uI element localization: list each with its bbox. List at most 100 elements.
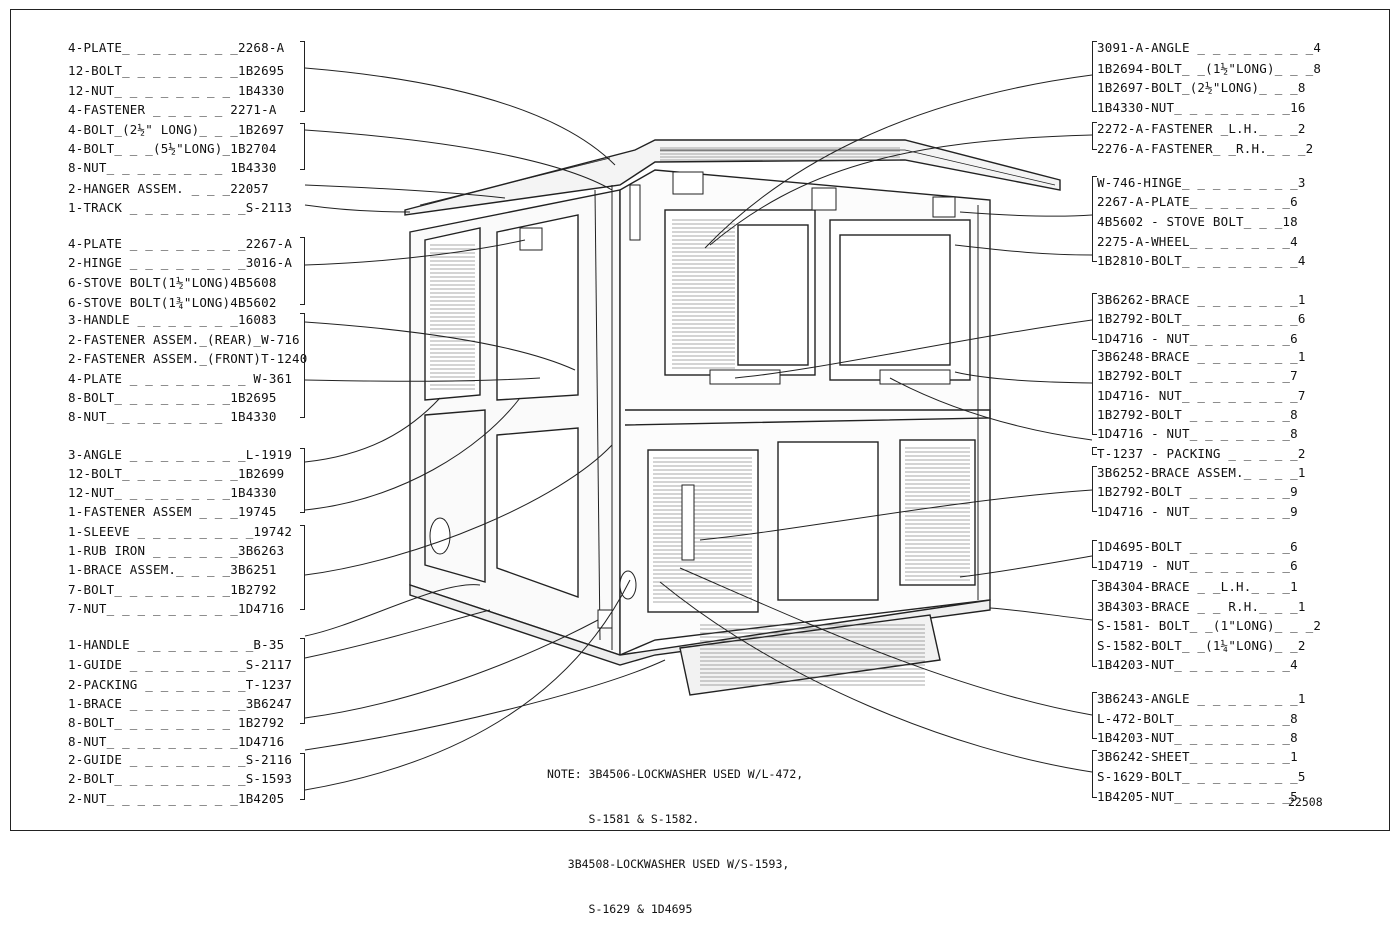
- lower-opening-left: [647, 449, 759, 613]
- group-brace: [300, 123, 305, 170]
- hinge-plate: [629, 184, 641, 241]
- leader-line: [954, 244, 1093, 256]
- cab-assembly-illustration: [404, 139, 1061, 696]
- right-part-row: 1D4719 - NUT_ _ _ _ _ _ _6: [1097, 558, 1298, 573]
- leader-line: [304, 619, 599, 719]
- note-line-3: 3B4508-LOCKWASHER USED W/S-1593,: [547, 857, 790, 871]
- left-part-row: 2-PACKING _ _ _ _ _ _ _T-1237: [68, 677, 293, 692]
- note-line-1: NOTE: 3B4506-LOCKWASHER USED W/L-472,: [547, 767, 804, 781]
- left-part-row: 4-FASTENER _ _ _ _ _ 2271-A: [68, 102, 277, 117]
- left-part-row: 8-NUT_ _ _ _ _ _ _ _ 1B4330: [68, 409, 277, 424]
- group-brace: [1092, 750, 1097, 798]
- leader-line: [304, 239, 526, 266]
- right-part-row: 1B4330-NUT_ _ _ _ _ _ _ _16: [1097, 100, 1306, 115]
- drawing-border: [10, 9, 1390, 831]
- right-part-row: 1D4716- NUT_ _ _ _ _ _ _ _7: [1097, 388, 1306, 403]
- right-part-row: 1B2697-BOLT_(2½"LONG)_ _ _8: [1097, 80, 1306, 95]
- left-part-row: 1-RUB IRON _ _ _ _ _ _3B6263: [68, 543, 285, 558]
- group-brace: [300, 237, 305, 305]
- group-brace: [300, 525, 305, 610]
- left-part-row: 8-NUT_ _ _ _ _ _ _ _ _1D4716: [68, 734, 285, 749]
- left-part-row: 12-BOLT_ _ _ _ _ _ _ _1B2699: [68, 466, 285, 481]
- left-part-row: 12-NUT_ _ _ _ _ _ _ _ 1B4330: [68, 83, 285, 98]
- right-part-row: 2272-A-FASTENER _L.H._ _ _2: [1097, 121, 1306, 136]
- right-part-row: 1B2792-BOLT _ _ _ _ _ _ _8: [1097, 407, 1298, 422]
- right-part-row: 3B6248-BRACE _ _ _ _ _ _ _1: [1097, 349, 1306, 364]
- group-brace: [1092, 692, 1097, 739]
- left-part-row: 6-STOVE BOLT(1¾"LONG)4B5602: [68, 295, 277, 310]
- left-part-row: 12-BOLT_ _ _ _ _ _ _ _1B2695: [68, 63, 285, 78]
- left-part-row: 1-BRACE _ _ _ _ _ _ _ _3B6247: [68, 696, 293, 711]
- right-part-row: 2275-A-WHEEL_ _ _ _ _ _ _4: [1097, 234, 1298, 249]
- leader-line: [704, 74, 1093, 249]
- left-part-row: 3-HANDLE _ _ _ _ _ _ _16083: [68, 312, 277, 327]
- right-part-row: 4B5602 - STOVE BOLT_ _ _18: [1097, 214, 1298, 229]
- leader-line: [959, 555, 1093, 578]
- left-part-row: 2-NUT_ _ _ _ _ _ _ _ _1B4205: [68, 791, 285, 806]
- lower-door: [777, 441, 879, 601]
- right-part-row: 3B6243-ANGLE _ _ _ _ _ _ _1: [1097, 691, 1306, 706]
- group-brace: [1092, 41, 1097, 112]
- side-lower-panel: [496, 427, 579, 598]
- left-part-row: 1-TRACK _ _ _ _ _ _ _ _S-2113: [68, 200, 293, 215]
- right-part-row: 1B2792-BOLT _ _ _ _ _ _ _7: [1097, 368, 1298, 383]
- group-brace: [300, 753, 305, 800]
- front-window-right: [829, 219, 971, 381]
- leader-line: [659, 581, 1093, 773]
- leader-line: [304, 584, 481, 637]
- left-part-row: 7-NUT_ _ _ _ _ _ _ _ _1D4716: [68, 601, 285, 616]
- left-part-row: 2-HANGER ASSEM. _ _ _22057: [68, 181, 269, 196]
- left-part-row: 4-PLATE_ _ _ _ _ _ _ _2268-A: [68, 40, 285, 55]
- group-brace: [1092, 176, 1097, 262]
- front-window-left: [664, 209, 816, 376]
- leader-line: [954, 371, 1093, 384]
- leader-line: [989, 607, 1093, 621]
- right-part-row: 3B6262-BRACE _ _ _ _ _ _ _1: [1097, 292, 1306, 307]
- left-part-row: 4-PLATE _ _ _ _ _ _ _ _2267-A: [68, 236, 293, 251]
- group-brace: [1092, 447, 1097, 455]
- right-part-row: 1B4203-NUT_ _ _ _ _ _ _ _8: [1097, 730, 1298, 745]
- group-brace: [1092, 540, 1097, 568]
- right-part-row: L-472-BOLT_ _ _ _ _ _ _ _8: [1097, 711, 1298, 726]
- left-part-row: 1-BRACE ASSEM._ _ _ _3B6251: [68, 562, 277, 577]
- leader-line: [304, 609, 491, 659]
- left-part-row: 3-ANGLE _ _ _ _ _ _ _ _L-1919: [68, 447, 293, 462]
- left-part-row: 2-FASTENER ASSEM._(FRONT)T-1240: [68, 351, 308, 366]
- left-part-row: 1-HANDLE _ _ _ _ _ _ _ _B-35: [68, 637, 285, 652]
- leader-line: [734, 319, 1093, 379]
- group-brace: [1092, 122, 1097, 150]
- right-part-row: S-1582-BOLT_ _(1¼"LONG)_ _2: [1097, 638, 1306, 653]
- left-part-row: 2-GUIDE _ _ _ _ _ _ _ _S-2116: [68, 752, 293, 767]
- note-line-2: S-1581 & S-1582.: [547, 812, 700, 826]
- drawing-number: 22508: [1288, 795, 1323, 809]
- leader-line: [304, 184, 506, 199]
- leader-line: [304, 579, 631, 791]
- leader-line: [889, 377, 1093, 441]
- left-part-row: 8-BOLT_ _ _ _ _ _ _ _ 1B2792: [68, 715, 285, 730]
- left-part-row: 2-BOLT_ _ _ _ _ _ _ _ _S-1593: [68, 771, 293, 786]
- right-part-row: 1D4716 - NUT_ _ _ _ _ _ _8: [1097, 426, 1298, 441]
- side-window-front: [496, 214, 579, 401]
- leader-line: [304, 129, 613, 191]
- left-part-row: 2-HINGE _ _ _ _ _ _ _ _3016-A: [68, 255, 293, 270]
- left-part-row: 8-BOLT_ _ _ _ _ _ _ _1B2695: [68, 390, 277, 405]
- right-part-row: 1B2792-BOLT_ _ _ _ _ _ _ _6: [1097, 311, 1306, 326]
- leader-lines: [304, 67, 1093, 791]
- parts-drawing-sheet: 4-PLATE_ _ _ _ _ _ _ _2268-A 12-BOLT_ _ _…: [10, 9, 1390, 916]
- leader-line: [304, 397, 521, 511]
- right-part-row: 1B2810-BOLT_ _ _ _ _ _ _ _4: [1097, 253, 1306, 268]
- leader-line: [304, 67, 616, 166]
- right-part-row: W-746-HINGE_ _ _ _ _ _ _ _3: [1097, 175, 1306, 190]
- left-part-row: 2-FASTENER ASSEM._(REAR)_W-716: [68, 332, 300, 347]
- leader-line: [304, 444, 613, 576]
- group-brace: [1092, 466, 1097, 512]
- left-part-row: 12-NUT_ _ _ _ _ _ _ _1B4330: [68, 485, 277, 500]
- right-part-row: 3B4303-BRACE _ _ R.H._ _ _1: [1097, 599, 1306, 614]
- group-brace: [1092, 350, 1097, 435]
- right-part-row: 2267-A-PLATE_ _ _ _ _ _ _6: [1097, 194, 1298, 209]
- leader-line: [304, 204, 411, 213]
- right-part-row: T-1237 - PACKING _ _ _ _ _2: [1097, 446, 1306, 461]
- roof: [404, 139, 1061, 216]
- group-brace: [300, 41, 305, 112]
- right-part-row: 1B2694-BOLT_ _(1½"LONG)_ _ _8: [1097, 61, 1322, 76]
